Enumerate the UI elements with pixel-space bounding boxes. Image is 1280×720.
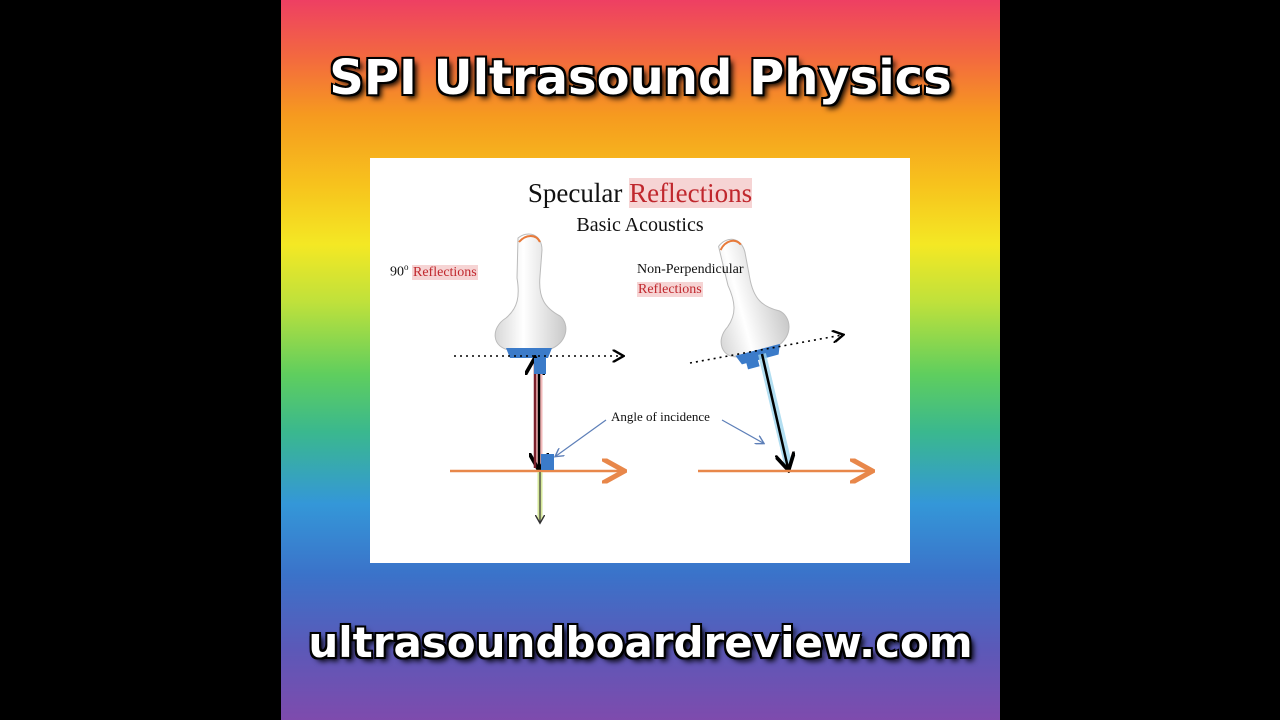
banner-url: ultrasoundboardreview.com <box>308 618 973 667</box>
perpendicular-label-highlight: Reflections <box>412 264 478 280</box>
left-angle-marker-top <box>534 358 546 374</box>
slide-subtitle: Basic Acoustics <box>576 214 704 236</box>
right-dotted-reference-line <box>689 335 842 364</box>
right-angle-marker <box>744 352 760 370</box>
non-perpendicular-label-highlight: Reflections <box>637 282 703 298</box>
perpendicular-label: 90o Reflections <box>390 262 478 281</box>
diagram-canvas <box>450 233 910 563</box>
angle-pointer-left <box>556 419 607 456</box>
perpendicular-label-number: 90 <box>390 264 404 280</box>
degree-symbol: o <box>404 262 409 272</box>
left-angle-marker-bottom <box>541 454 554 470</box>
banner-title: SPI Ultrasound Physics <box>329 50 952 106</box>
ultrasound-transducer-icon <box>718 238 790 365</box>
right-oblique-arrow <box>760 353 788 468</box>
slide-title-plain: Specular <box>527 178 630 208</box>
slide-title-highlight: Reflections <box>629 178 753 208</box>
non-perpendicular-label: Non-Perpendicular <box>637 262 744 277</box>
ultrasound-transducer-icon <box>494 233 567 358</box>
slide-title: Specular Reflections <box>370 178 910 209</box>
angle-of-incidence-label: Angle of incidence <box>611 409 710 424</box>
angle-pointer-right <box>721 419 763 443</box>
non-perpendicular-highlight-text: Reflections <box>637 282 703 297</box>
slide: Specular Reflections Basic Acoustics 90o… <box>370 158 910 563</box>
